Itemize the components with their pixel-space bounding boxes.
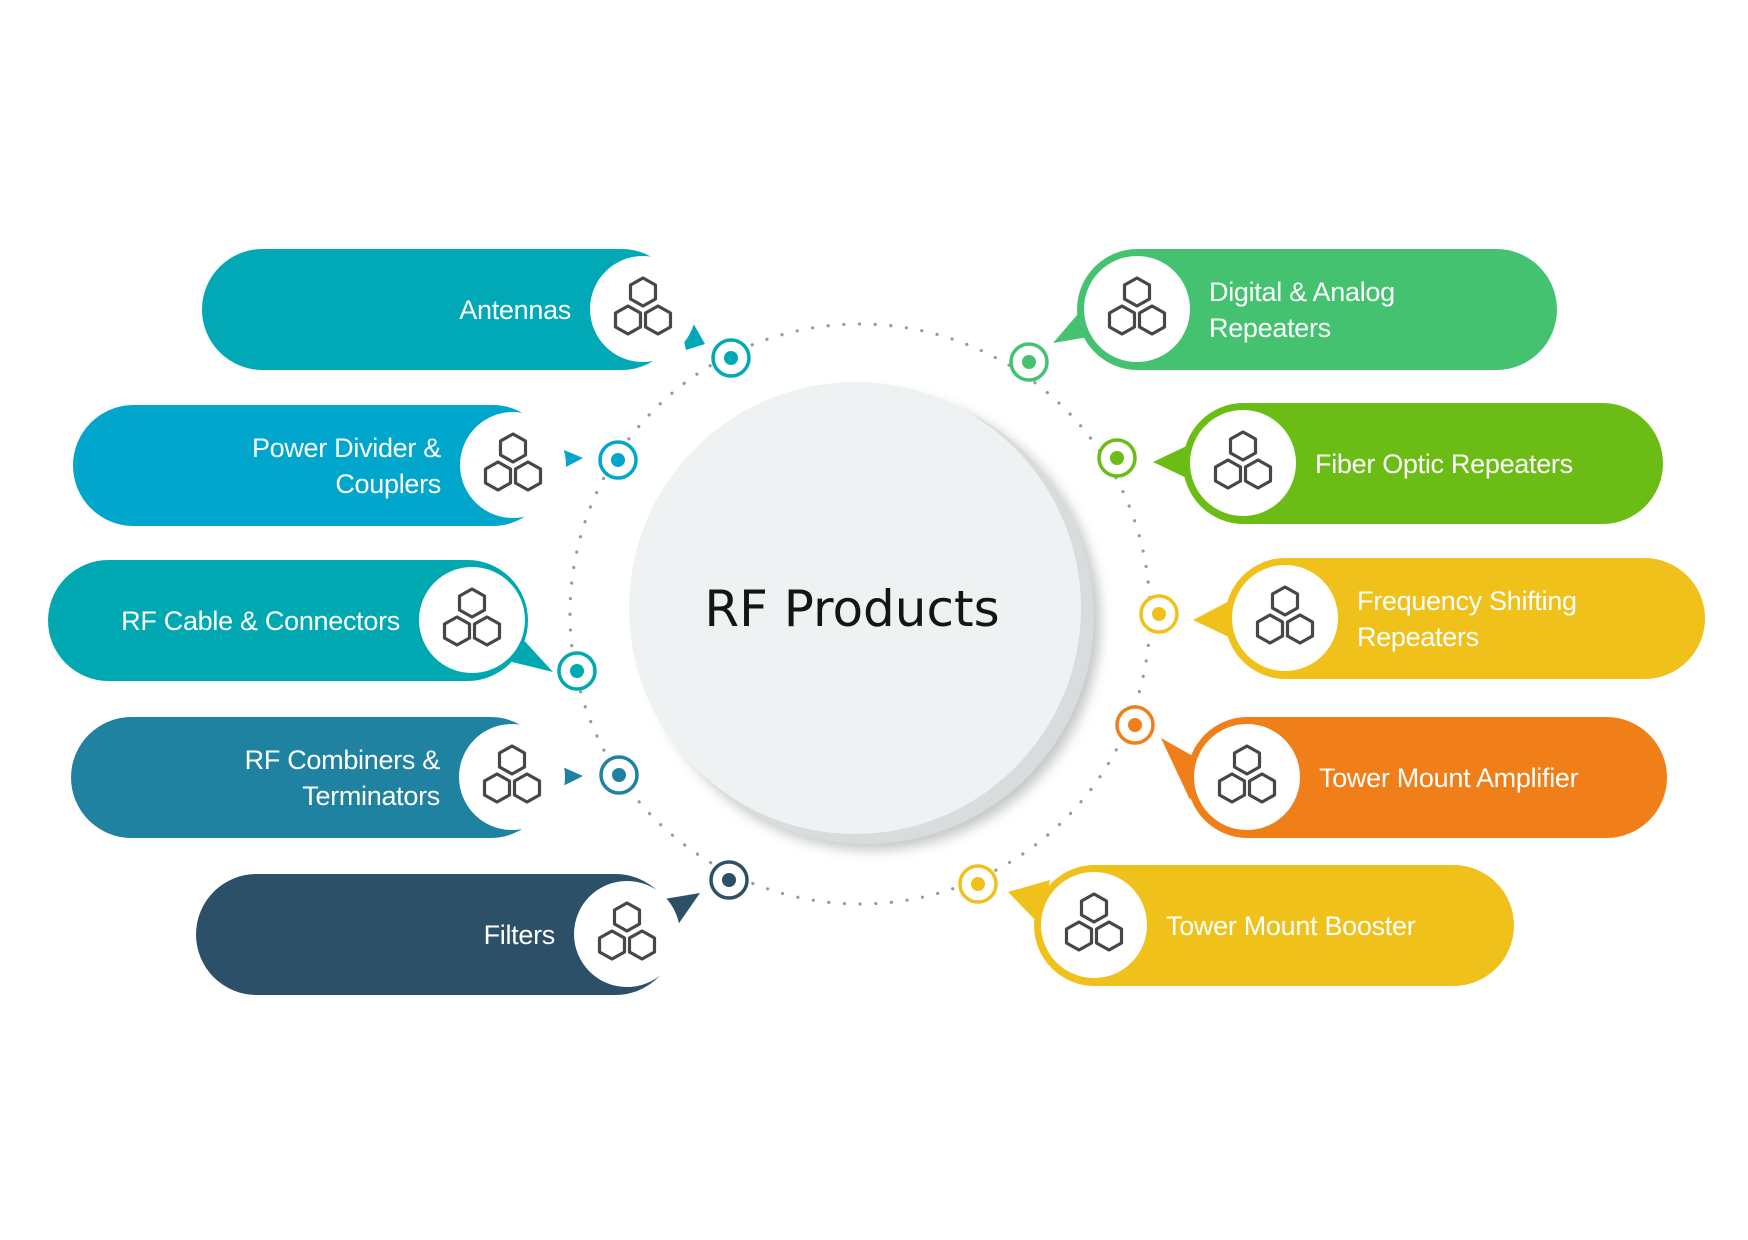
icon-badge [1232, 565, 1338, 671]
icon-badge [1190, 410, 1296, 516]
hub-disc [629, 382, 1081, 834]
item-label-line: Terminators [302, 781, 440, 811]
item-tower-mount-booster[interactable]: Tower Mount Booster [1008, 865, 1514, 986]
item-label-line: Power Divider & [252, 433, 441, 463]
pill-body [48, 560, 528, 681]
pill-body [71, 717, 551, 838]
item-label: Fiber Optic Repeaters [1315, 449, 1573, 479]
hub-title: RF Products [704, 580, 999, 638]
item-label: Tower Mount Amplifier [1319, 763, 1579, 793]
item-label: Power Divider & Couplers [252, 433, 441, 499]
marker-dot [611, 453, 625, 467]
icon-badge [459, 724, 565, 830]
item-filters[interactable]: Filters [196, 874, 700, 995]
marker-dot [971, 877, 985, 891]
item-label-line: Tower Mount Booster [1166, 911, 1416, 941]
marker-dot [722, 873, 736, 887]
item-label: Filters [484, 920, 555, 950]
item-label-line: Repeaters [1209, 313, 1331, 343]
item-label: RF Combiners & Terminators [245, 745, 441, 811]
marker-dot [612, 768, 626, 782]
icon-badge [1194, 724, 1300, 830]
item-label-line: Antennas [459, 295, 571, 325]
ring-marker-filters[interactable] [709, 860, 749, 900]
pill-body [1077, 249, 1557, 370]
ring-marker-rf-combiners-terminators[interactable] [599, 755, 639, 795]
icon-badge [419, 567, 525, 673]
ring-marker-rf-cable-connectors[interactable] [557, 651, 597, 691]
pill-pointer [1193, 598, 1235, 640]
item-fiber-optic-repeaters[interactable]: Fiber Optic Repeaters [1153, 403, 1663, 524]
item-tower-mount-amplifier[interactable]: Tower Mount Amplifier [1161, 717, 1667, 838]
ring-marker-tower-mount-booster[interactable] [958, 864, 998, 904]
icon-badge [460, 412, 566, 518]
item-label-line: RF Cable & Connectors [121, 606, 400, 636]
marker-dot [724, 351, 738, 365]
ring-marker-antennas[interactable] [711, 338, 751, 378]
marker-dot [1110, 451, 1124, 465]
item-label-line: Repeaters [1357, 622, 1479, 652]
icon-badge [590, 256, 696, 362]
item-label-line: Couplers [335, 469, 441, 499]
item-antennas[interactable]: Antennas [202, 249, 705, 370]
marker-dot [570, 664, 584, 678]
item-label-line: RF Combiners & [245, 745, 441, 775]
marker-dot [1128, 718, 1142, 732]
item-rf-cable-connectors[interactable]: RF Cable & Connectors [48, 560, 553, 681]
pill-body [1225, 558, 1705, 679]
icon-badge [1041, 872, 1147, 978]
ring-marker-frequency-shifting-repeaters[interactable] [1139, 594, 1179, 634]
pill-body [73, 405, 553, 526]
icon-badge [574, 881, 680, 987]
ring-marker-digital-analog-repeaters[interactable] [1009, 342, 1049, 382]
ring-marker-tower-mount-amplifier[interactable] [1115, 705, 1155, 745]
pill-body [1187, 717, 1667, 838]
ring-marker-power-divider-couplers[interactable] [598, 440, 638, 480]
item-label-line: Digital & Analog [1209, 277, 1395, 307]
item-label-line: Filters [484, 920, 555, 950]
item-label-line: Frequency Shifting [1357, 586, 1577, 616]
item-label: Tower Mount Booster [1166, 911, 1416, 941]
pill-body [1034, 865, 1514, 986]
marker-dot [1152, 607, 1166, 621]
icon-badge [1084, 256, 1190, 362]
hub: RF Products [629, 382, 1100, 850]
item-power-divider-couplers[interactable]: Power Divider & Couplers [73, 405, 583, 526]
item-label-line: Fiber Optic Repeaters [1315, 449, 1573, 479]
ring-marker-fiber-optic-repeaters[interactable] [1097, 438, 1137, 478]
pill-body [1183, 403, 1663, 524]
item-label-line: Tower Mount Amplifier [1319, 763, 1579, 793]
item-label: Antennas [459, 295, 571, 325]
item-label: RF Cable & Connectors [121, 606, 400, 636]
marker-dot [1022, 355, 1036, 369]
pill-body [196, 874, 676, 995]
pill-body [202, 249, 682, 370]
item-rf-combiners-terminators[interactable]: RF Combiners & Terminators [71, 717, 583, 838]
